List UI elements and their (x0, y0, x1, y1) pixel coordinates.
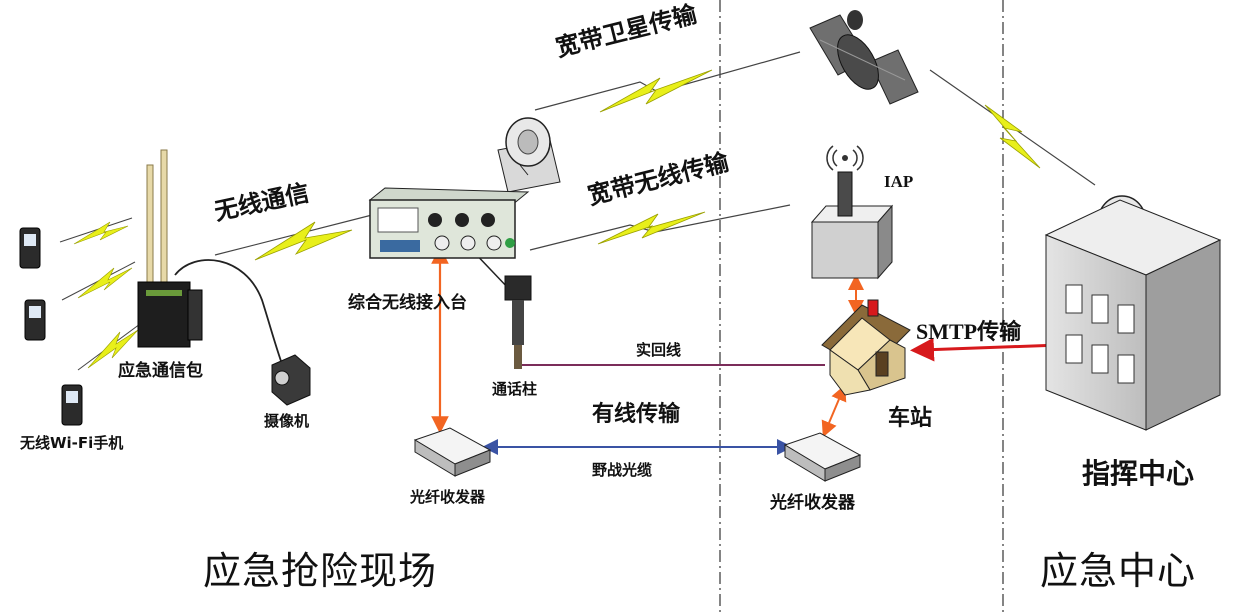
call-post-icon (504, 275, 532, 369)
fiber-transceiver-left-icon (413, 427, 492, 477)
wired-link-label: 有线传输 (592, 402, 681, 427)
wifi-phone-icon (19, 227, 83, 426)
comm-pack-label: 应急通信包 (118, 361, 203, 381)
fiber-transceiver-right-icon (783, 432, 862, 482)
fiber-left-label: 光纤收发器 (410, 488, 486, 506)
access-station-label: 综合无线接入台 (348, 293, 467, 313)
satellite-link-left (534, 51, 801, 113)
satellite-icon (809, 10, 919, 105)
iap-label: IAP (884, 172, 914, 191)
emergency-comm-pack-icon (137, 149, 203, 348)
wireless-link (214, 214, 373, 261)
satellite-dish-left-icon (497, 117, 561, 193)
zone-scene-label: 应急抢险现场 (203, 549, 438, 593)
broadband-wireless-link (529, 204, 791, 251)
access-station-device (368, 187, 530, 259)
phones-label: 无线Wi-Fi手机 (20, 434, 124, 452)
field-cable-label: 野战光缆 (592, 461, 653, 479)
camera-label: 摄像机 (264, 412, 310, 430)
real-loop-label: 实回线 (636, 341, 682, 359)
zone-center-label: 应急中心 (1040, 549, 1197, 593)
camera-cable (174, 259, 286, 373)
satellite-link-right (929, 69, 1096, 186)
station-label: 车站 (888, 406, 933, 431)
phone-wireless-bolts (59, 217, 141, 371)
station-house-icon (821, 299, 911, 396)
smtp-line (910, 333, 1072, 362)
fiber-right-label: 光纤收发器 (770, 493, 855, 513)
command-center-label: 指挥中心 (1082, 457, 1195, 490)
command-center-building (1044, 199, 1222, 431)
iap-access-point (810, 145, 894, 280)
camera-icon (271, 354, 311, 406)
smtp-link-label: SMTP传输 (916, 319, 1022, 344)
call-post-label: 通话柱 (492, 380, 538, 398)
orange-link-station-fiber (821, 384, 847, 438)
